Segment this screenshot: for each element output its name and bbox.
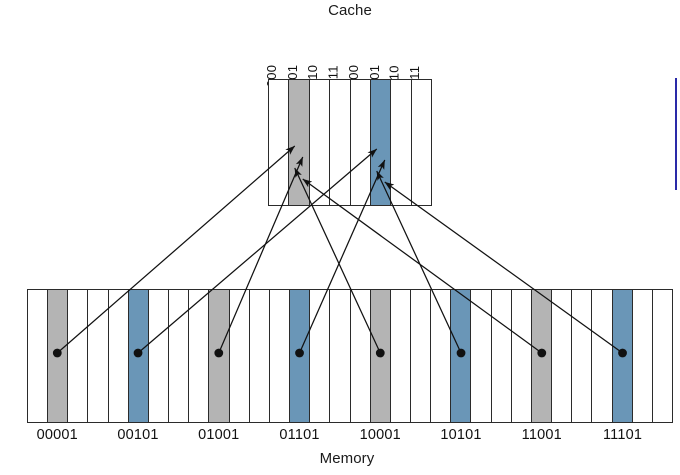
memory-cell-27 xyxy=(572,290,593,422)
cache-cell-111 xyxy=(411,80,431,205)
cache-cell-110 xyxy=(391,80,412,205)
memory-cell-28 xyxy=(592,290,613,422)
memory-cell-30 xyxy=(632,290,653,422)
cache-block xyxy=(268,79,432,206)
cache-title: Cache xyxy=(328,2,372,19)
cache-label-111: 111 xyxy=(406,65,422,87)
memory-cell-22 xyxy=(471,290,492,422)
memory-cell-4 xyxy=(108,290,129,422)
memory-title: Memory xyxy=(319,450,375,467)
memory-label-11001: 11001 xyxy=(521,427,562,443)
memory-cell-7 xyxy=(169,290,190,422)
memory-cell-18 xyxy=(390,290,411,422)
memory-cell-24 xyxy=(511,290,532,422)
memory-cell-01101 xyxy=(290,290,311,422)
memory-cell-2 xyxy=(68,290,89,422)
cache-cell-000 xyxy=(269,80,290,205)
memory-cell-12 xyxy=(269,290,291,422)
memory-label-01101: 01101 xyxy=(279,427,320,443)
memory-cell-11101 xyxy=(612,290,633,422)
memory-cell-16 xyxy=(350,290,371,422)
cache-cell-001 xyxy=(289,80,310,205)
memory-cell-00001 xyxy=(48,290,69,422)
memory-label-01001: 01001 xyxy=(198,427,240,443)
memory-cell-10001 xyxy=(370,290,391,422)
memory-cell-20 xyxy=(431,290,452,422)
memory-cell-00101 xyxy=(128,290,149,422)
memory-cell-01001 xyxy=(209,290,230,422)
memory-cell-10101 xyxy=(451,290,472,422)
memory-cell-19 xyxy=(410,290,432,422)
memory-cell-8 xyxy=(189,290,210,422)
memory-cell-26 xyxy=(552,290,573,422)
memory-label-00101: 00101 xyxy=(117,427,159,443)
memory-cell-31 xyxy=(652,290,672,422)
memory-label-11101: 11101 xyxy=(602,427,643,443)
cache-cell-101 xyxy=(370,80,392,205)
memory-cell-11001 xyxy=(531,290,553,422)
memory-cell-10 xyxy=(229,290,250,422)
memory-cell-14 xyxy=(310,290,331,422)
memory-cell-6 xyxy=(148,290,170,422)
cache-cell-010 xyxy=(309,80,331,205)
memory-label-10001: 10001 xyxy=(359,427,401,443)
memory-cell-23 xyxy=(491,290,512,422)
memory-cell-11 xyxy=(249,290,270,422)
memory-cell-3 xyxy=(88,290,109,422)
side-rule xyxy=(675,78,677,190)
cache-cell-100 xyxy=(350,80,371,205)
cache-cell-011 xyxy=(330,80,351,205)
memory-block xyxy=(27,289,673,423)
memory-label-10101: 10101 xyxy=(440,427,482,443)
memory-cell-0 xyxy=(28,290,49,422)
memory-cell-15 xyxy=(330,290,351,422)
memory-label-00001: 00001 xyxy=(36,427,78,443)
